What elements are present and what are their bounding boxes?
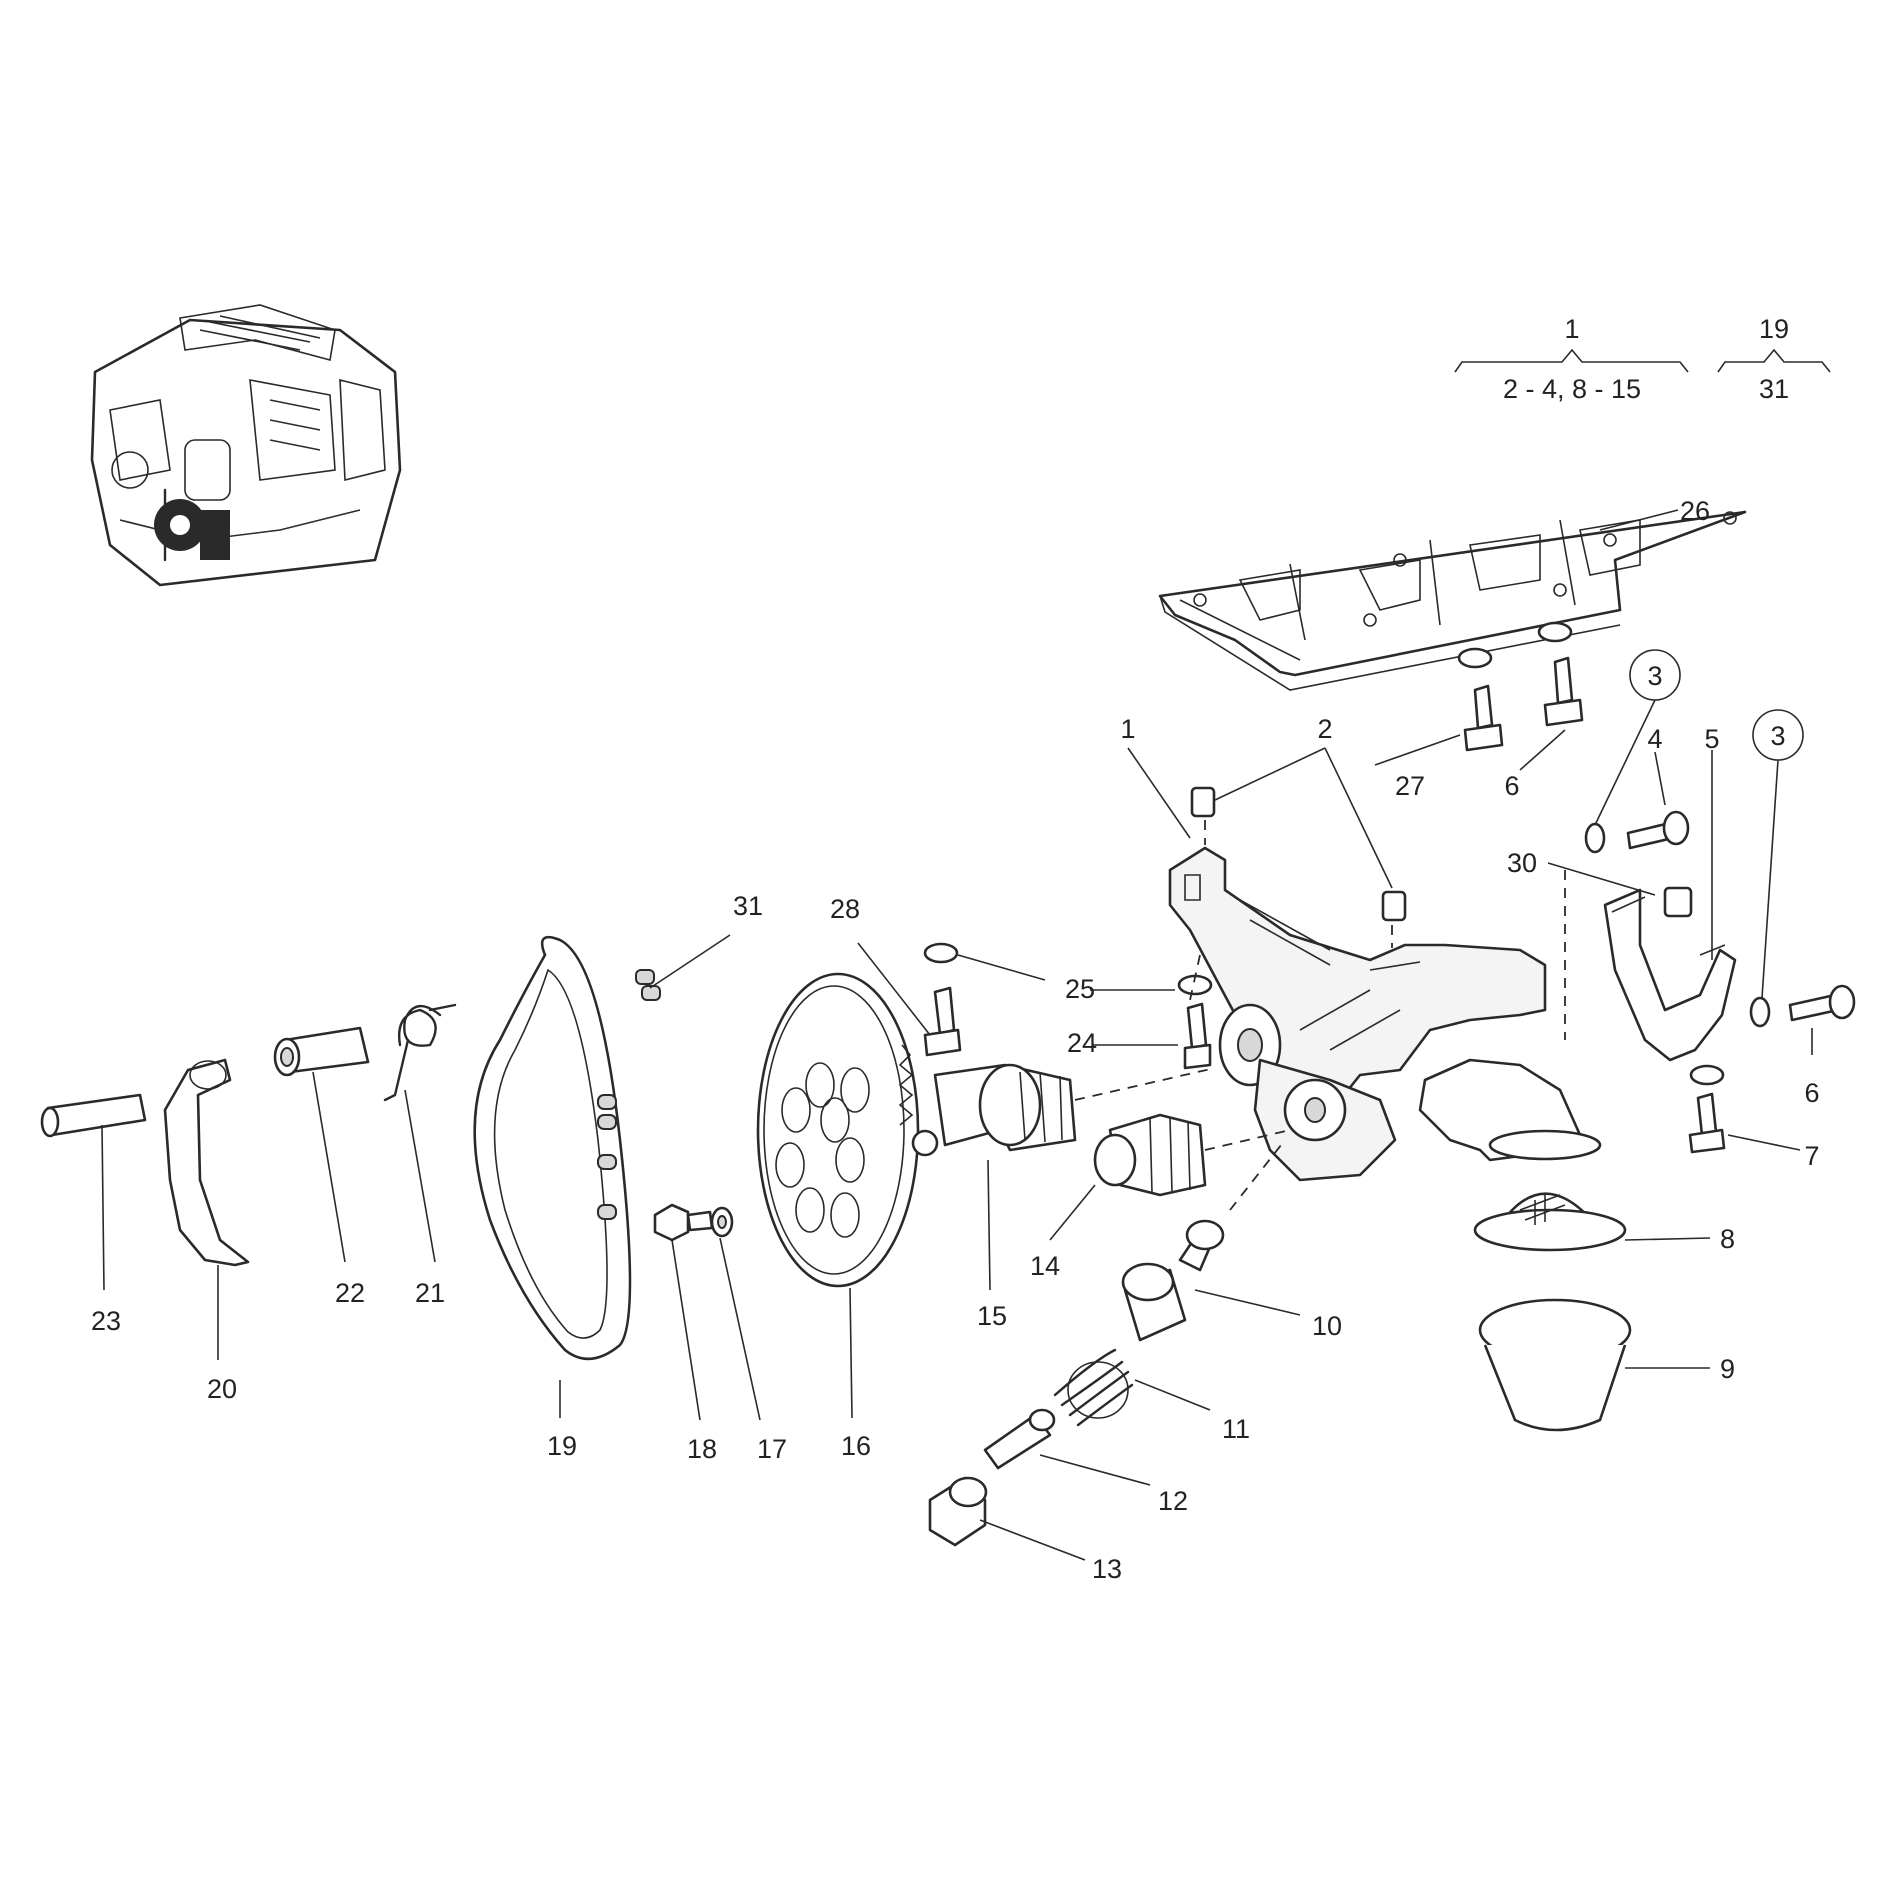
key-top-19: 19 [1759,314,1789,344]
key-bottom-1: 2 - 4, 8 - 15 [1503,374,1641,404]
assembly-lines [1074,820,1566,1211]
callout-11: 11 [1222,1414,1250,1444]
relief-spring [1053,1348,1134,1427]
callout-28: 28 [830,894,860,924]
callout-17: 17 [757,1434,787,1464]
drive-chain [473,935,632,1361]
sleeve [983,1408,1056,1470]
callout-6b: 6 [1804,1078,1819,1108]
oil-pump-housing [1168,846,1602,1182]
pin [40,1093,147,1138]
callout-15: 15 [977,1301,1007,1331]
callout-7: 7 [1804,1141,1819,1171]
callout-24: 24 [1067,1028,1097,1058]
callout-13: 13 [1092,1554,1122,1584]
callout-16: 16 [841,1431,871,1461]
key-bottom-31: 31 [1759,374,1789,404]
callout-30: 30 [1507,848,1537,878]
callout-3b: 3 [1770,721,1785,751]
callout-3a: 3 [1647,661,1662,691]
callout-5: 5 [1704,724,1719,754]
callout-21: 21 [415,1278,445,1308]
strainer-cap [1473,1192,1627,1252]
callout-1: 1 [1120,714,1135,744]
callout-27: 27 [1395,771,1425,801]
callout-8: 8 [1720,1224,1735,1254]
callout-23: 23 [91,1306,121,1336]
washers [923,621,1771,1086]
chain-link [635,969,661,1001]
callout-31: 31 [733,891,763,921]
gear-shaft [911,1063,1077,1157]
bushing [273,1026,370,1077]
callout-26: 26 [1680,496,1710,526]
drive-gear [756,972,920,1288]
tensioner-rail [163,1058,250,1267]
filter-cup [1478,1298,1632,1432]
callout-6a: 6 [1504,771,1519,801]
callout-25: 25 [1065,974,1095,1004]
callout-4: 4 [1647,724,1662,754]
callout-18: 18 [687,1434,717,1464]
callout-12: 12 [1158,1486,1188,1516]
callout-9: 9 [1720,1354,1735,1384]
key-top-1: 1 [1564,314,1579,344]
torsion-spring [383,1003,457,1102]
screw-plug [928,1476,988,1547]
callout-2: 2 [1317,714,1332,744]
callout-labels: 1 2 3 3 4 5 6 6 7 8 9 10 11 12 13 14 15 … [91,496,1820,1584]
callout-10: 10 [1312,1311,1342,1341]
bolt-washer [653,1203,734,1242]
callout-20: 20 [207,1374,237,1404]
idler-gear [1093,1113,1207,1197]
assembly-key: 1 2 - 4, 8 - 15 19 31 [1454,314,1831,404]
engine-thumbnail [90,304,402,587]
callout-19: 19 [547,1431,577,1461]
leader-lines [101,509,1813,1561]
bracket [1603,888,1737,1062]
dowels [1190,786,1693,922]
oil-pan-cover [1158,510,1747,691]
callout-14: 14 [1030,1251,1060,1281]
relief-piston [1121,1219,1225,1342]
fasteners [923,656,1856,1154]
callout-22: 22 [335,1278,365,1308]
